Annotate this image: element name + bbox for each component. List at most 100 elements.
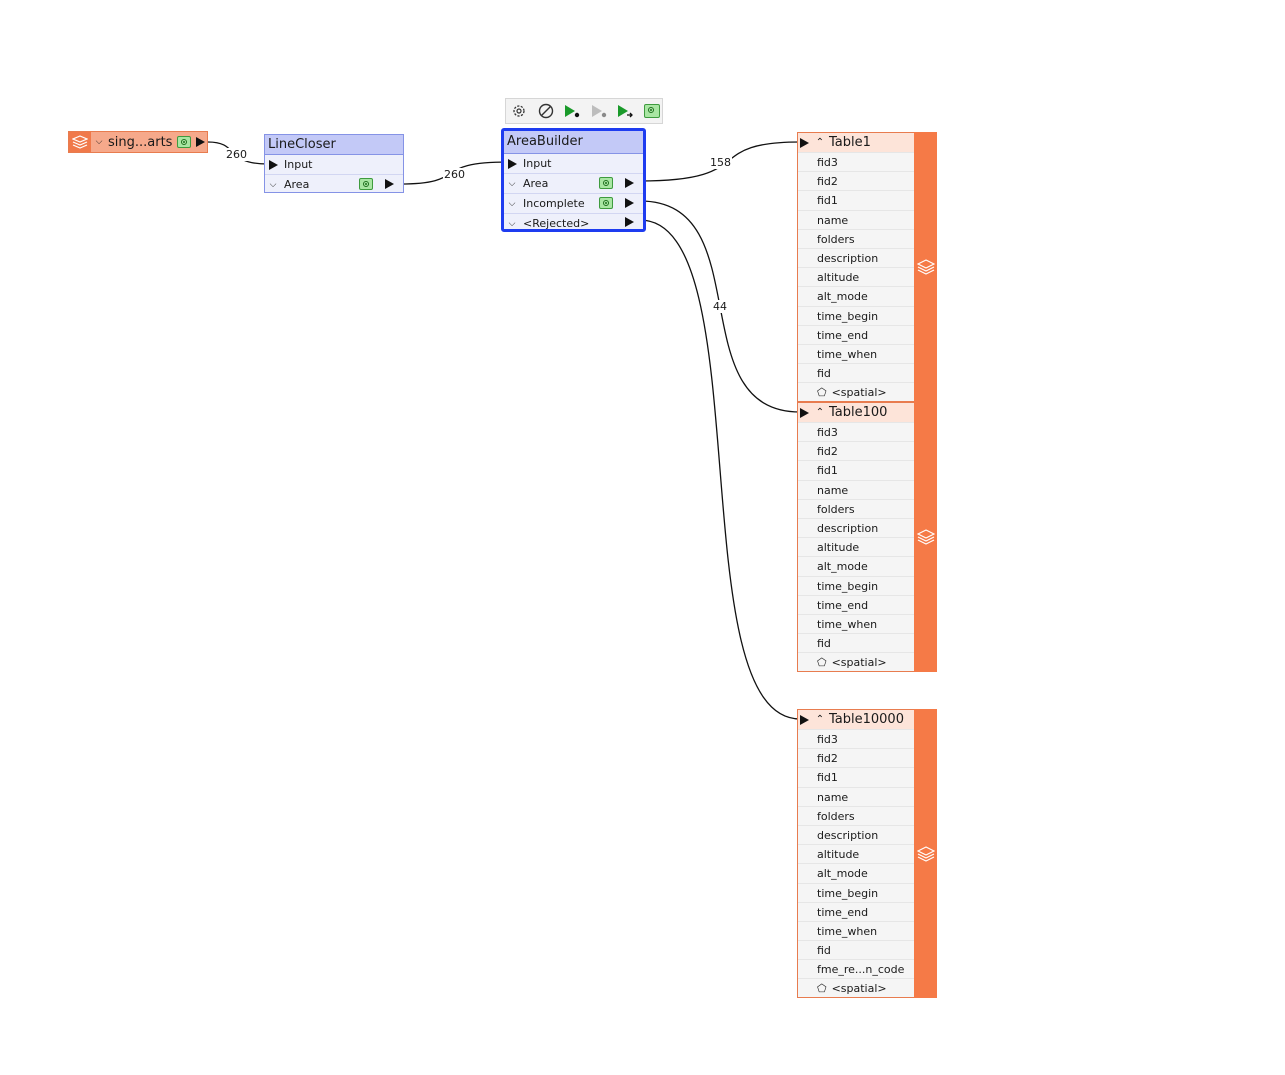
attribute-row: name xyxy=(798,479,914,499)
attribute-row: time_begin xyxy=(798,305,914,325)
writer-band xyxy=(914,132,937,402)
feature-count-label: 158 xyxy=(709,156,732,169)
writer-header[interactable]: ⌃ Table100 xyxy=(798,403,914,422)
attribute-row: time_end xyxy=(798,901,914,921)
inspect-icon[interactable] xyxy=(599,197,613,209)
output-port-icon[interactable] xyxy=(625,178,634,188)
output-port-incomplete[interactable]: ⌵ Incomplete xyxy=(504,194,643,214)
attribute-row: fid1 xyxy=(798,190,914,209)
attribute-row: fid2 xyxy=(798,441,914,460)
transformer-title: LineCloser xyxy=(265,135,403,155)
attribute-row: altitude xyxy=(798,844,914,863)
attribute-row: description xyxy=(798,517,914,537)
attribute-row: folders xyxy=(798,228,914,248)
attribute-row: time_when xyxy=(798,920,914,940)
port-label: <Rejected> xyxy=(523,217,590,230)
writer-header[interactable]: ⌃ Table10000 xyxy=(798,710,914,729)
layers-icon xyxy=(916,529,935,545)
input-port-icon[interactable] xyxy=(800,407,809,418)
chevron-down-icon[interactable]: ⌵ xyxy=(269,179,277,190)
writer-name: Table10000 xyxy=(829,712,904,727)
attribute-row: time_when xyxy=(798,343,914,363)
attribute-row: fme_re...n_code xyxy=(798,959,914,978)
wire-rejected-to-table10000[interactable] xyxy=(639,219,801,720)
reader-feature-type[interactable]: ⌵ sing...arts xyxy=(68,131,208,153)
attribute-row: time_when xyxy=(798,613,914,633)
transformer-areabuilder[interactable]: AreaBuilder Input ⌵ Area ⌵ Incomplete ⌵ … xyxy=(501,128,646,232)
feature-count-label: 260 xyxy=(443,168,466,181)
attribute-row: fid1 xyxy=(798,767,914,786)
layers-icon xyxy=(69,132,91,152)
attribute-row: time_begin xyxy=(798,575,914,595)
attribute-row: fid2 xyxy=(798,748,914,767)
writer-name: Table100 xyxy=(829,405,888,420)
port-label: Incomplete xyxy=(523,197,585,210)
output-port-area[interactable]: ⌵ Area xyxy=(265,175,403,194)
input-port[interactable]: Input xyxy=(265,155,403,175)
attribute-row: fid xyxy=(798,940,914,959)
chevron-down-icon[interactable]: ⌵ xyxy=(95,137,103,147)
geometry-icon: ⬠ xyxy=(817,386,827,400)
writer-feature-type-table1[interactable]: ⌃ Table1 fid3 fid2 fid1 name folders des… xyxy=(797,132,937,402)
layers-icon xyxy=(916,259,935,275)
reader-name: sing...arts xyxy=(108,134,173,150)
chevron-up-icon[interactable]: ⌃ xyxy=(815,713,825,725)
output-port-icon[interactable] xyxy=(625,198,634,208)
inspect-icon[interactable] xyxy=(177,136,192,148)
attribute-row: alt_mode xyxy=(798,286,914,305)
attribute-row: fid3 xyxy=(798,422,914,441)
attribute-row: folders xyxy=(798,498,914,518)
run-to-icon[interactable] xyxy=(562,100,583,122)
inspect-icon[interactable] xyxy=(599,177,613,189)
output-port-icon[interactable] xyxy=(385,179,394,189)
input-port-icon xyxy=(269,159,278,170)
writer-band xyxy=(914,709,937,998)
input-port-icon[interactable] xyxy=(800,714,809,725)
input-port[interactable]: Input xyxy=(504,154,643,174)
output-port-area[interactable]: ⌵ Area xyxy=(504,174,643,194)
attribute-row: time_end xyxy=(798,324,914,344)
port-label: Input xyxy=(284,158,313,171)
attribute-row: description xyxy=(798,247,914,267)
inspect-icon[interactable] xyxy=(642,100,663,122)
port-label: Area xyxy=(284,178,310,191)
geometry-icon: ⬠ xyxy=(817,982,827,996)
layers-icon xyxy=(916,845,935,862)
port-label: Input xyxy=(523,157,552,170)
geometry-icon: ⬠ xyxy=(817,656,827,670)
output-port-rejected[interactable]: ⌵ <Rejected> xyxy=(504,214,643,233)
output-port-icon[interactable] xyxy=(625,217,634,227)
attribute-row: fid3 xyxy=(798,152,914,171)
transformer-toolbar xyxy=(505,98,663,124)
writer-feature-type-table10000[interactable]: ⌃ Table10000 fid3 fid2 fid1 name folders… xyxy=(797,709,937,998)
attribute-row: altitude xyxy=(798,537,914,556)
transformer-linecloser[interactable]: LineCloser Input ⌵ Area xyxy=(264,134,404,193)
transformer-title: AreaBuilder xyxy=(504,131,643,154)
chevron-up-icon[interactable]: ⌃ xyxy=(815,136,825,148)
spatial-attribute-row: ⬠ <spatial> xyxy=(798,652,914,671)
run-icon[interactable] xyxy=(615,100,636,122)
run-from-icon[interactable] xyxy=(589,100,610,122)
attribute-row: name xyxy=(798,209,914,229)
chevron-up-icon[interactable]: ⌃ xyxy=(815,406,825,418)
attribute-row: fid xyxy=(798,633,914,652)
disable-icon[interactable] xyxy=(536,100,557,122)
writer-feature-type-table100[interactable]: ⌃ Table100 fid3 fid2 fid1 name folders d… xyxy=(797,402,937,672)
writer-header[interactable]: ⌃ Table1 xyxy=(798,133,914,152)
attribute-row: name xyxy=(798,786,914,806)
spatial-attribute-row: ⬠<spatial> xyxy=(798,382,914,401)
attribute-row: time_begin xyxy=(798,882,914,902)
feature-count-label: 44 xyxy=(712,300,728,313)
attribute-row: fid xyxy=(798,363,914,382)
input-port-icon[interactable] xyxy=(800,137,809,148)
output-port-icon[interactable] xyxy=(196,137,206,147)
attribute-row: time_end xyxy=(798,594,914,614)
chevron-down-icon[interactable]: ⌵ xyxy=(508,178,516,189)
port-label: Area xyxy=(523,177,549,190)
gear-icon[interactable] xyxy=(509,100,530,122)
inspect-icon[interactable] xyxy=(359,178,373,190)
attribute-label: <spatial> xyxy=(831,656,887,670)
chevron-down-icon[interactable]: ⌵ xyxy=(508,218,516,229)
chevron-down-icon[interactable]: ⌵ xyxy=(508,198,516,209)
attribute-row: fid1 xyxy=(798,460,914,479)
